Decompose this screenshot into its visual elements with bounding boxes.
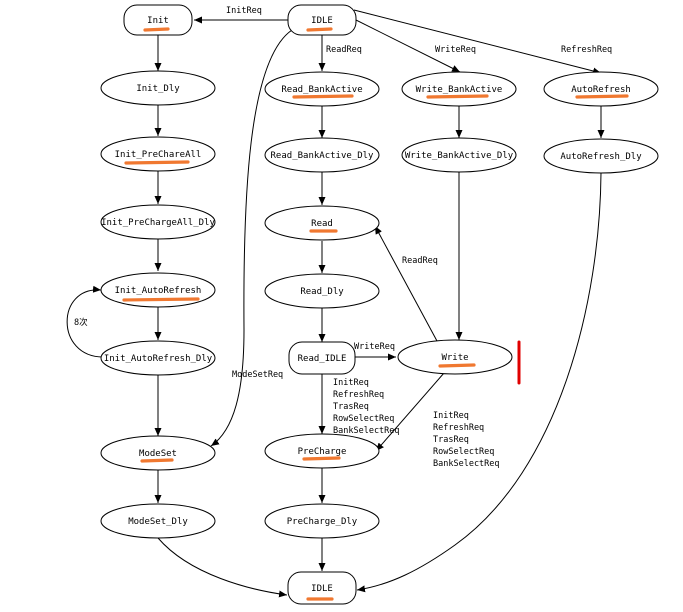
edge-label-modesetreq: ModeSetReq (232, 370, 283, 380)
state-label: Init (147, 16, 169, 26)
label-line: RowSelectReq (433, 447, 494, 457)
state-label: PreCharge (298, 447, 347, 457)
highlight-underline (124, 160, 190, 165)
state-read-bankactive-dly[interactable]: Read_BankActive_Dly (264, 137, 380, 173)
state-label: ModeSet (139, 449, 177, 459)
edge-idle-to-write-bankactive (347, 15, 461, 73)
state-label: Read_IDLE (298, 354, 347, 364)
state-read[interactable]: Read (264, 205, 380, 241)
state-idle-top[interactable]: IDLE (287, 4, 357, 36)
state-modeset-dly[interactable]: ModeSet_Dly (100, 503, 216, 539)
state-write[interactable]: Write (397, 339, 513, 375)
state-write-bankactive[interactable]: Write_BankActive (401, 71, 517, 107)
highlight-underline (438, 363, 476, 368)
state-label: Write_BankActive (416, 85, 503, 95)
edge-label-readreq-idle: ReadReq (326, 45, 362, 55)
highlight-underline (140, 458, 174, 463)
state-label: Init_AutoRefresh_Dly (104, 354, 213, 364)
nodes: Init IDLE Read_IDLE IDLE Init_Dly Init_P… (100, 4, 659, 605)
label-line: BankSelectReq (433, 459, 500, 469)
label-line: RefreshReq (333, 390, 384, 400)
state-label: Write (441, 353, 468, 363)
state-label: Write_BankActive_Dly (405, 151, 514, 161)
edge-label-writereq-readidle: WriteReq (354, 342, 395, 352)
state-init-prechareall[interactable]: Init_PreChareAll (100, 136, 216, 172)
edge-label-writereq-idle: WriteReq (435, 45, 476, 55)
label-line: BankSelectReq (333, 426, 400, 436)
edge-modeset-dly-to-idle (157, 537, 288, 598)
state-label: Read_BankActive_Dly (271, 151, 375, 161)
state-write-bankactive-dly[interactable]: Write_BankActive_Dly (401, 137, 517, 173)
highlight-underline (306, 27, 333, 32)
state-idle-bottom[interactable]: IDLE (287, 571, 357, 605)
edge-label-initreq: InitReq (226, 6, 262, 16)
highlight-underline (426, 94, 489, 99)
state-label: Init_PreChareAll (115, 150, 202, 160)
state-init-prechargeall-dly[interactable]: Init_PreChargeAll_Dly (100, 204, 216, 240)
state-label: PreCharge_Dly (287, 517, 358, 527)
edge-write-to-precharge (375, 372, 445, 452)
state-precharge-dly[interactable]: PreCharge_Dly (264, 503, 380, 539)
state-label: IDLE (311, 16, 333, 26)
label-line: InitReq (333, 378, 369, 388)
edge-label-loop-8x: 8次 (74, 317, 88, 328)
label-line: InitReq (433, 411, 469, 421)
highlight-underline (575, 94, 629, 99)
edge-write-to-read (374, 225, 438, 342)
state-label: IDLE (311, 584, 333, 594)
highlight-underline (292, 94, 354, 99)
highlight-annotations (122, 27, 629, 601)
edge-labels: InitReq ReadReq WriteReq RefreshReq Mode… (74, 6, 612, 469)
state-label: Read (311, 219, 333, 229)
state-read-idle[interactable]: Read_IDLE (288, 341, 356, 375)
state-precharge[interactable]: PreCharge (264, 433, 380, 469)
label-line: RowSelectReq (333, 414, 394, 424)
state-autorefresh[interactable]: AutoRefresh (543, 71, 659, 107)
state-label: AutoRefresh (571, 85, 631, 95)
state-label: Init_AutoRefresh (115, 286, 202, 296)
state-label: Read_BankActive (281, 85, 362, 95)
edge-loop-8x (66, 285, 104, 358)
label-line: TrasReq (333, 402, 369, 412)
edge-label-readreq-write: ReadReq (402, 256, 438, 266)
edge-idle-to-autorefresh (353, 9, 602, 75)
state-init-dly[interactable]: Init_Dly (100, 70, 216, 106)
edges (66, 9, 605, 598)
highlight-underline (143, 27, 170, 32)
state-label: Read_Dly (300, 287, 344, 297)
edge-idle-to-modeset (210, 29, 293, 447)
state-label: ModeSet_Dly (128, 517, 188, 527)
label-line: RefreshReq (433, 423, 484, 433)
highlight-underline (302, 456, 341, 461)
edge-autorefresh-dly-to-idle (356, 172, 602, 593)
state-label: Init_PreChargeAll_Dly (101, 218, 215, 228)
state-read-bankactive[interactable]: Read_BankActive (264, 71, 380, 107)
edge-label-write-to-precharge: InitReq RefreshReq TrasReq RowSelectReq … (433, 411, 500, 469)
state-init[interactable]: Init (123, 4, 193, 36)
edge-label-refreshreq: RefreshReq (561, 45, 612, 55)
state-label: Init_Dly (136, 84, 180, 94)
edge-label-readidle-to-precharge: InitReq RefreshReq TrasReq RowSelectReq … (333, 378, 400, 436)
state-autorefresh-dly[interactable]: AutoRefresh_Dly (543, 138, 659, 174)
highlight-underline (122, 297, 200, 302)
state-init-autorefresh-dly[interactable]: Init_AutoRefresh_Dly (100, 340, 216, 376)
state-init-autorefresh[interactable]: Init_AutoRefresh (100, 272, 216, 308)
state-modeset[interactable]: ModeSet (100, 435, 216, 471)
state-read-dly[interactable]: Read_Dly (264, 273, 380, 309)
state-label: AutoRefresh_Dly (560, 152, 642, 162)
label-line: TrasReq (433, 435, 469, 445)
